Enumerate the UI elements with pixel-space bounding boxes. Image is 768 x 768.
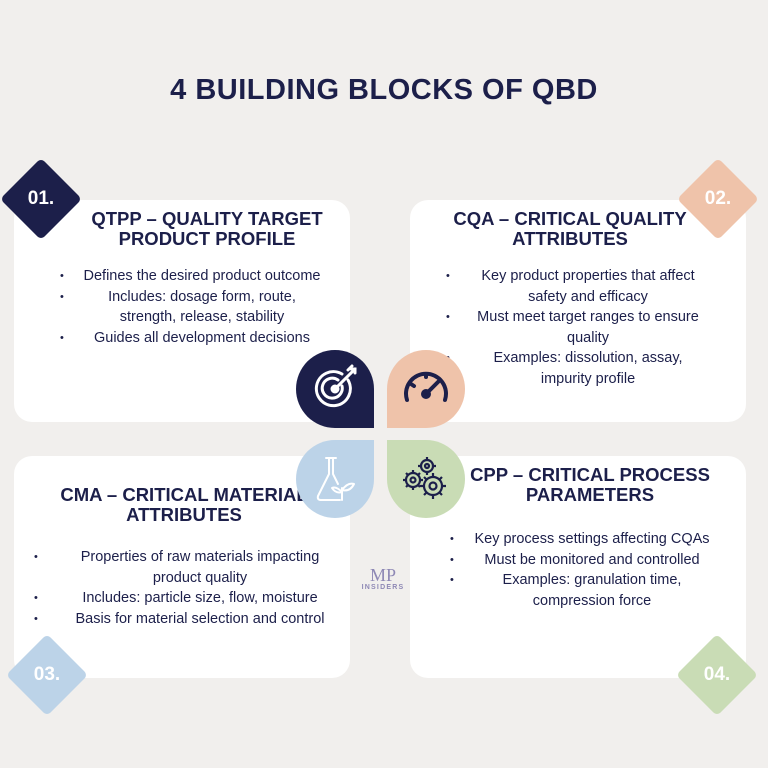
bullet-list: Key product properties that affect safet… <box>446 266 708 389</box>
list-item: Defines the desired product outcome <box>60 266 322 287</box>
list-item: Includes: particle size, flow, moisture <box>34 588 344 609</box>
card-title: QTPP – QUALITY TARGET PRODUCT PROFILE <box>91 208 323 249</box>
list-item: Properties of raw materials impacting pr… <box>34 547 344 588</box>
bullet-list: Defines the desired product outcome Incl… <box>60 266 322 348</box>
card-title: CMA – CRITICAL MATERIAL ATTRIBUTES <box>60 484 308 525</box>
petal-cqa <box>387 350 465 428</box>
card-cma: CMA – CRITICAL MATERIAL ATTRIBUTES Prope… <box>14 456 350 678</box>
bullet-list: Properties of raw materials impacting pr… <box>34 547 344 629</box>
list-item: Key product properties that affect safet… <box>446 266 708 307</box>
logo-sub-text: INSIDERS <box>361 584 405 591</box>
list-item: Examples: dissolution, assay, impurity p… <box>446 348 708 389</box>
card-title: CPP – CRITICAL PROCESS PARAMETERS <box>470 464 710 505</box>
page-title: 4 BUILDING BLOCKS OF QBD <box>170 74 598 106</box>
gears-icon <box>403 457 446 499</box>
list-item: Key process settings affecting CQAs <box>450 529 712 550</box>
bullet-list: Key process settings affecting CQAs Must… <box>450 529 712 611</box>
list-item: Examples: granulation time, compression … <box>450 570 712 611</box>
card-title: CQA – CRITICAL QUALITY ATTRIBUTES <box>453 208 687 249</box>
list-item: Must meet target ranges to ensure qualit… <box>446 307 708 348</box>
list-item: Must be monitored and controlled <box>450 550 712 571</box>
card-qtpp: QTPP – QUALITY TARGET PRODUCT PROFILE De… <box>14 200 350 422</box>
list-item: Basis for material selection and control <box>34 609 344 630</box>
badge-number-03: 03. <box>33 664 61 685</box>
badge-number-02: 02. <box>704 188 732 209</box>
petal-qtpp <box>296 350 374 428</box>
flask-leaf-icon <box>316 457 355 501</box>
list-item: Includes: dosage form, route, strength, … <box>60 287 322 328</box>
badge-number-01: 01. <box>27 188 55 209</box>
gmp-insiders-logo: MP INSIDERS <box>352 566 414 591</box>
petal-cma <box>296 440 374 518</box>
card-cpp: CPP – CRITICAL PROCESS PARAMETERS Key pr… <box>410 456 746 678</box>
badge-number-04: 04. <box>703 664 731 685</box>
petal-cpp <box>387 440 465 518</box>
logo-main-text: MP <box>369 565 396 585</box>
card-cqa: CQA – CRITICAL QUALITY ATTRIBUTES Key pr… <box>410 200 746 422</box>
gauge-icon <box>404 371 448 402</box>
target-icon <box>314 364 357 408</box>
list-item: Guides all development decisions <box>60 328 322 349</box>
